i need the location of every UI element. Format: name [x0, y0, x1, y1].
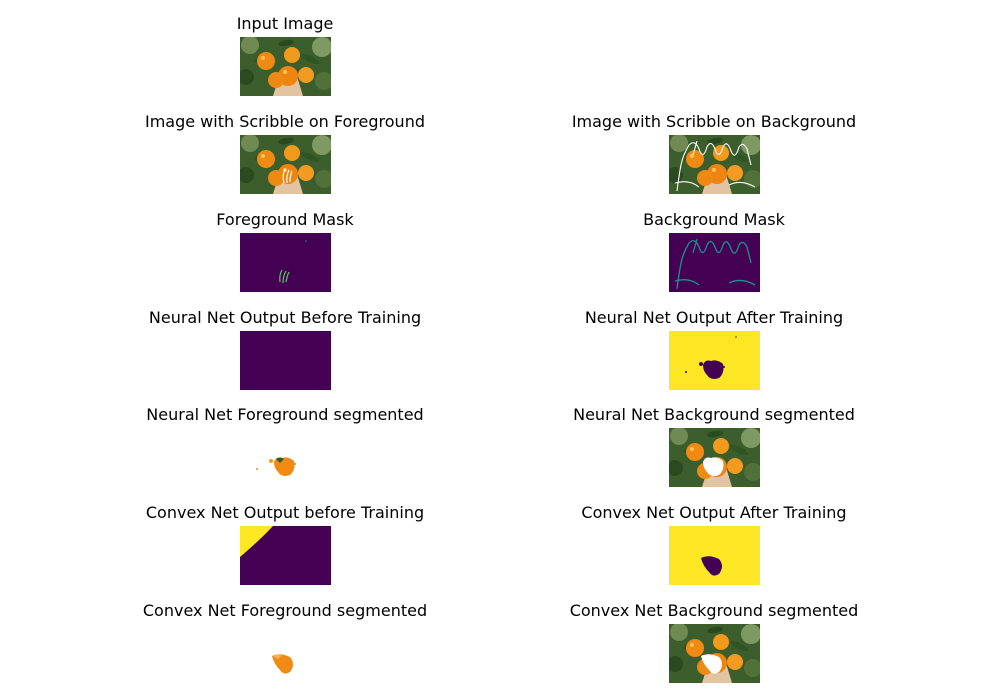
- panel-nn-after-training: Neural Net Output After Training: [549, 308, 879, 390]
- convex-output-before-image: [240, 526, 331, 585]
- panel-title: Convex Net Output before Training: [145, 503, 425, 522]
- background-mask-image: [669, 233, 760, 292]
- panel-convex-after-training: Convex Net Output After Training: [549, 503, 879, 585]
- panel-title: Neural Net Output After Training: [584, 308, 844, 327]
- panel-title: Foreground Mask: [216, 210, 354, 229]
- panel-title: Neural Net Foreground segmented: [146, 405, 424, 424]
- nn-output-before-image: [240, 331, 331, 390]
- panel-title: Background Mask: [643, 210, 785, 229]
- panel-title: Convex Net Foreground segmented: [142, 601, 428, 620]
- panel-title: Image with Scribble on Background: [571, 112, 857, 131]
- panel-scribble-background: Image with Scribble on Background: [549, 112, 879, 131]
- convex-foreground-segmented-image: [240, 624, 331, 683]
- panel-scribble-foreground: Image with Scribble on Foreground: [120, 112, 450, 131]
- nn-background-segmented-image: [669, 428, 760, 487]
- panel-title: Neural Net Background segmented: [573, 405, 855, 424]
- panel-background-mask: Background Mask: [549, 210, 879, 292]
- panel-nn-foreground-segmented: Neural Net Foreground segmented: [120, 405, 450, 487]
- panel-nn-background-segmented: Neural Net Background segmented: [549, 405, 879, 424]
- panel-title: Image with Scribble on Foreground: [144, 112, 425, 131]
- scribble-foreground-image: [240, 135, 331, 194]
- convex-output-after-image: [669, 526, 760, 585]
- panel-nn-before-training: Neural Net Output Before Training: [120, 308, 450, 390]
- panel-convex-before-training: Convex Net Output before Training: [120, 503, 450, 585]
- panel-input-image: Input Image: [120, 14, 450, 33]
- foreground-mask-image: [240, 233, 331, 292]
- panel-title: Convex Net Background segmented: [569, 601, 859, 620]
- panel-title: Convex Net Output After Training: [581, 503, 847, 522]
- panel-title: Input Image: [236, 14, 334, 33]
- panel-convex-background-segmented: Convex Net Background segmented: [549, 601, 879, 620]
- convex-background-segmented-image: [669, 624, 760, 683]
- panel-foreground-mask: Foreground Mask: [120, 210, 450, 292]
- nn-output-after-image: [669, 331, 760, 390]
- input-image: [240, 37, 331, 96]
- panel-convex-foreground-segmented: Convex Net Foreground segmented: [120, 601, 450, 683]
- nn-foreground-segmented-image: [240, 428, 331, 487]
- scribble-background-image: [669, 135, 760, 194]
- panel-title: Neural Net Output Before Training: [148, 308, 422, 327]
